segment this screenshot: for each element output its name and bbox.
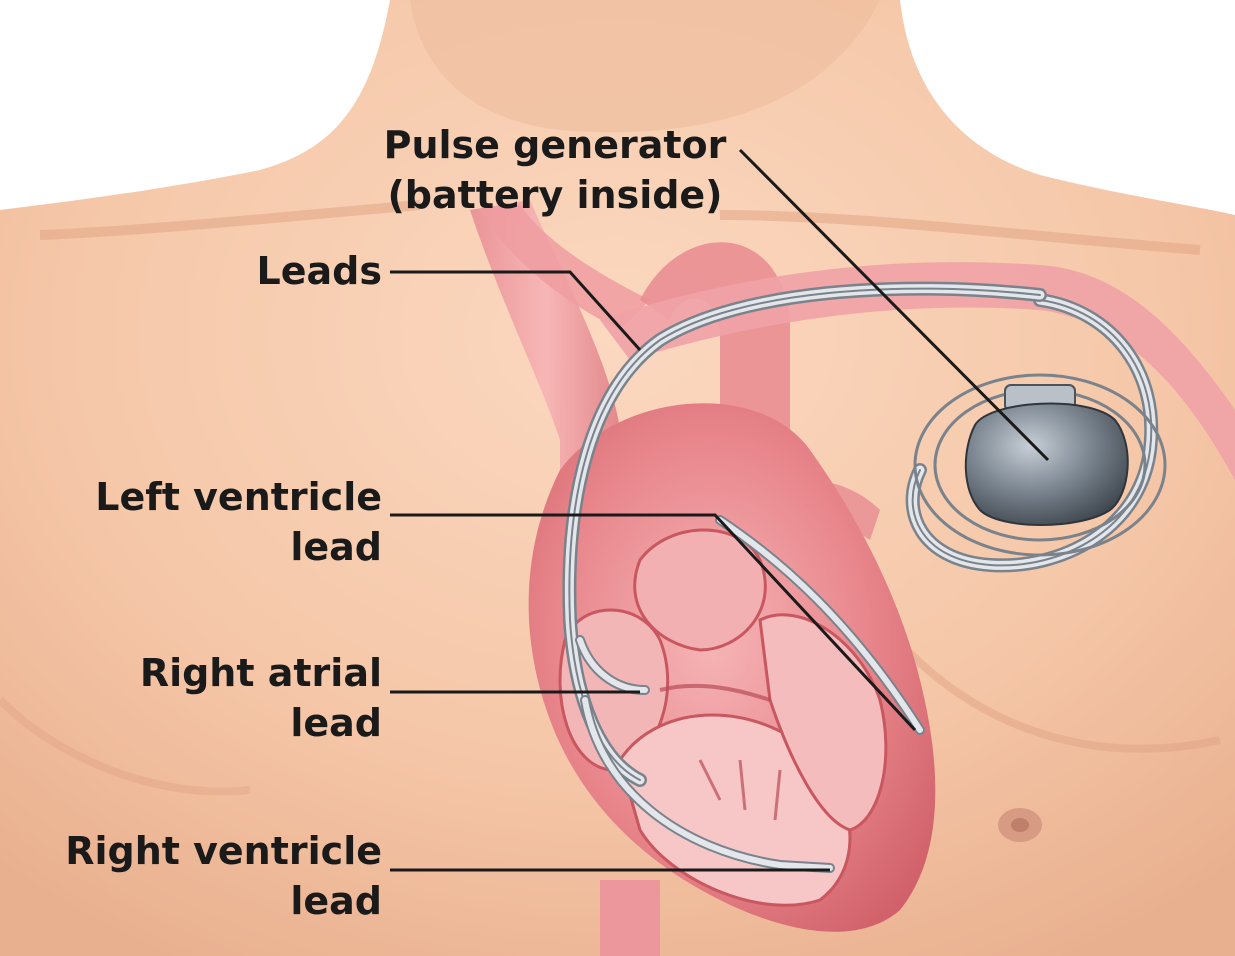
inferior-vena-cava	[600, 880, 660, 956]
label-pulse-generator: Pulse generator (battery inside)	[365, 120, 745, 220]
label-right-atrial-lead: Right atrial lead	[40, 648, 382, 748]
label-leads: Leads	[150, 246, 382, 296]
label-right-ventricle-lead: Right ventricle lead	[10, 826, 382, 926]
label-left-ventricle-lead: Left ventricle lead	[40, 472, 382, 572]
